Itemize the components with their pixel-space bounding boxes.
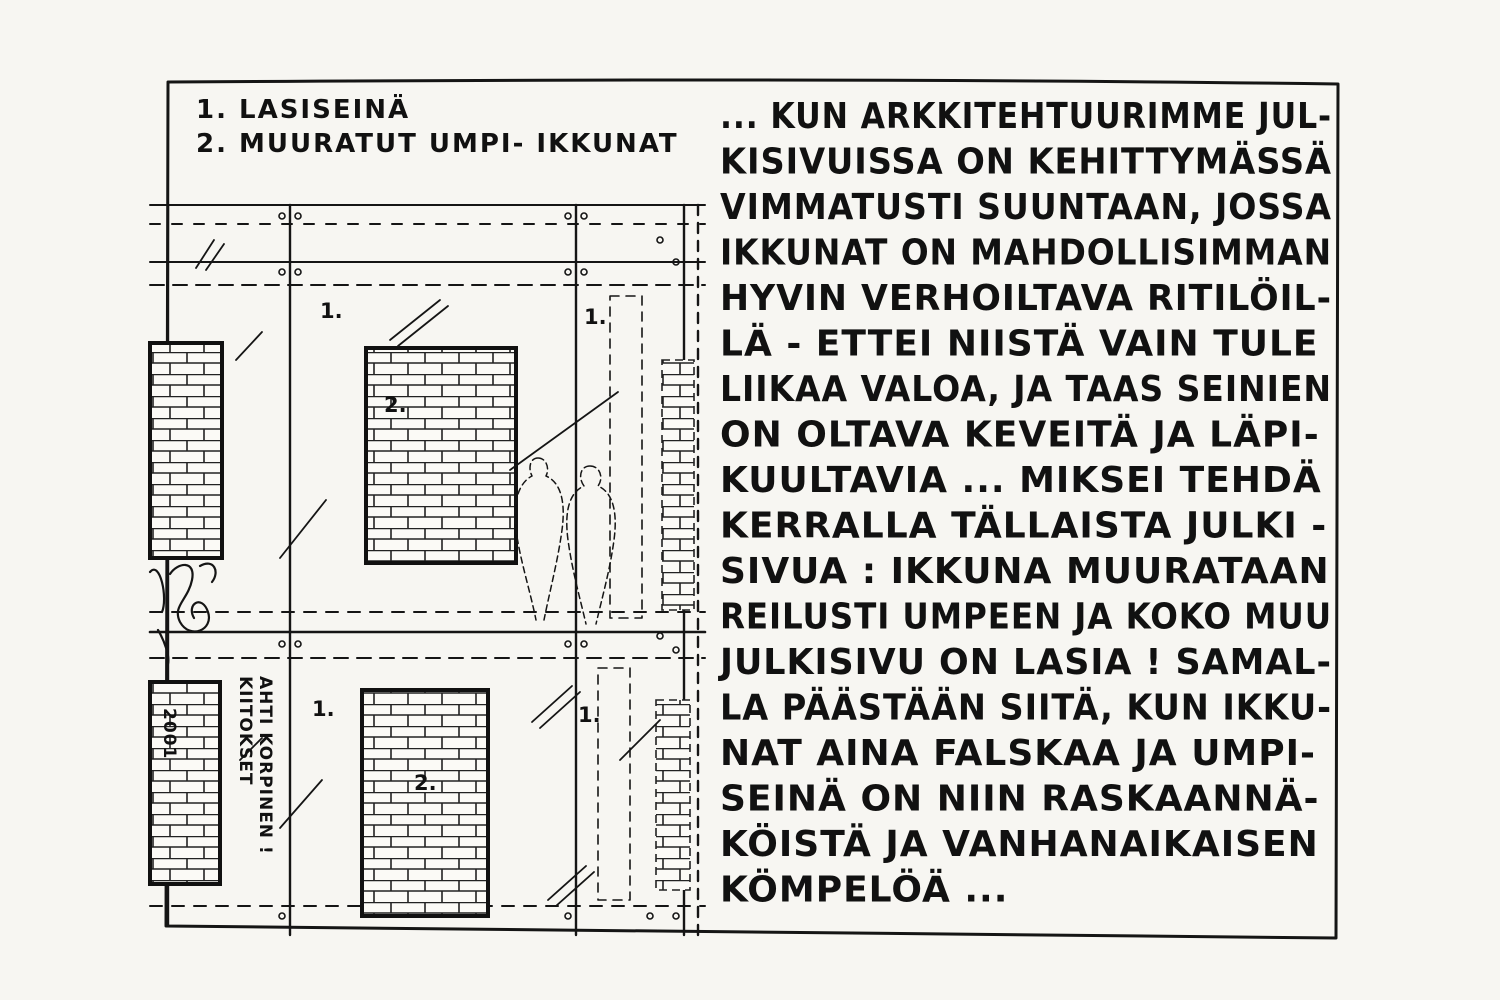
bricked-window-right-lower <box>655 699 691 891</box>
text-line: KERRALLA TÄLLAISTA JULKI - <box>720 505 1327 547</box>
label-glass-wall-lower-left: 1. <box>312 697 335 721</box>
signature-year: 2001 <box>159 708 179 759</box>
bricked-window-lower <box>360 688 490 918</box>
mullion-bolts <box>278 212 680 920</box>
text-line: LÄ - ETTEI NIISTÄ VAIN TULE <box>720 323 1319 365</box>
text-line: NAT AINA FALSKAA JA UMPI- <box>720 733 1316 774</box>
text-line: ... KUN ARKKITEHTUURIMME JUL- <box>720 96 1332 137</box>
text-line: KUULTAVIA ... MIKSEI TEHDÄ <box>720 459 1322 501</box>
text-line: KÖMPELÖÄ ... <box>720 869 1008 911</box>
label-glass-wall-lower-right: 1. <box>578 703 601 727</box>
text-line: HYVIN VERHOILTAVA RITILÖIL- <box>720 277 1332 319</box>
legend-item-bricked-windows: 2. MUURATUT UMPI- IKKUNAT <box>196 129 679 159</box>
outer-frame <box>164 78 1340 940</box>
label-bricked-window-lower: 2. <box>414 771 437 795</box>
text-line: SEINÄ ON NIIN RASKAANNÄ- <box>720 778 1319 820</box>
text-line: KÖISTÄ JA VANHANAIKAISEN <box>720 823 1319 865</box>
reflection-frames <box>597 295 643 901</box>
text-line: VIMMATUSTI SUUNTAAN, JOSSA <box>720 187 1332 228</box>
bricked-window-left-lower <box>148 680 222 886</box>
signature-scribble <box>148 562 217 666</box>
text-line: REILUSTI UMPEEN JA KOKO MUU <box>720 597 1332 638</box>
credit-line-1: KIITOKSET <box>235 676 255 786</box>
bricked-window-left-upper <box>148 341 224 560</box>
bricked-window-right-upper <box>661 359 695 611</box>
label-glass-wall-upper-left: 1. <box>320 299 343 323</box>
text-line: LIIKAA VALOA, JA TAAS SEINIEN <box>720 369 1332 410</box>
text-line: JULKISIVU ON LASIA ! SAMAL- <box>717 642 1332 683</box>
label-glass-wall-upper-right: 1. <box>584 305 607 329</box>
bricked-window-upper <box>364 346 518 565</box>
text-line: ON OLTAVA KEVEITÄ JA LÄPI- <box>720 414 1320 456</box>
credit-note: KIITOKSET AHTI KORPINEN ! <box>235 676 275 855</box>
credit-line-2: AHTI KORPINEN ! <box>255 676 275 855</box>
text-line: LA PÄÄSTÄÄN SIITÄ, KUN IKKU- <box>720 687 1332 729</box>
glass-reflection-strokes <box>195 239 661 907</box>
main-text-block: ... KUN ARKKITEHTUURIMME JUL-KISIVUISSA … <box>717 96 1332 911</box>
text-line: KISIVUISSA ON KEHITTYMÄSSÄ <box>720 141 1332 183</box>
text-line: SIVUA : IKKUNA MUURATAAN <box>720 551 1330 592</box>
legend-item-glass-wall: 1. LASISEINÄ <box>196 93 410 125</box>
text-line: IKKUNAT ON MAHDOLLISIMMAN <box>720 233 1332 274</box>
people-silhouettes <box>514 457 616 625</box>
label-bricked-window-upper: 2. <box>384 393 407 417</box>
floor-bands <box>148 204 707 907</box>
